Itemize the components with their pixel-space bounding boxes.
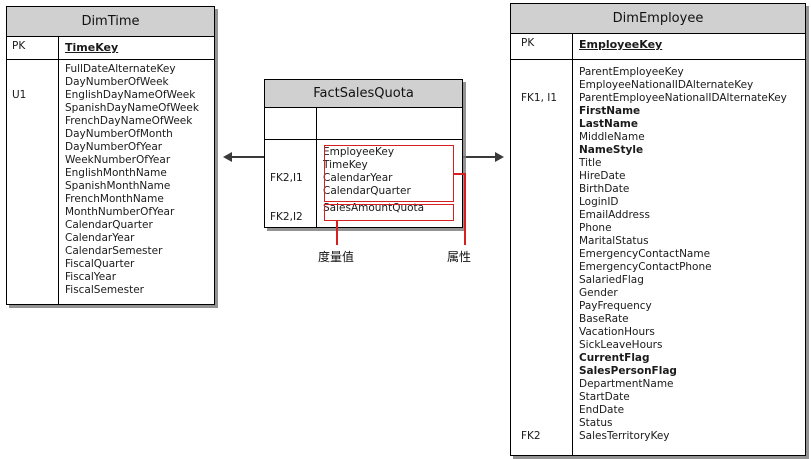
list-item: BirthDate <box>579 183 630 195</box>
list-item: CalendarYear <box>65 232 135 244</box>
entity-table-factsalesquota[interactable]: FactSalesQuota FK2,I1 FK2,I2 EmployeeKey… <box>264 79 463 228</box>
list-item: FirstName <box>579 105 641 117</box>
factsalesquota-key-fk2i1: FK2,I1 <box>270 172 303 184</box>
list-item: EnglishDayNameOfWeek <box>65 89 196 101</box>
leader-line-measure-v <box>336 221 338 245</box>
list-item: MiddleName <box>579 131 645 143</box>
factsalesquota-pk-row <box>265 108 462 140</box>
list-item: FiscalYear <box>65 271 117 283</box>
list-item: EmailAddress <box>579 209 650 221</box>
relationship-line-fact-to-dimtime <box>232 156 266 158</box>
dimtime-field-list: FullDateAlternateKey DayNumberOfWeek Eng… <box>59 60 214 304</box>
list-item: EmployeeKey <box>323 146 395 158</box>
leader-line-attribute-h <box>454 173 466 175</box>
list-item: FiscalSemester <box>65 284 144 296</box>
list-item: CalendarQuarter <box>65 219 153 231</box>
list-item: MaritalStatus <box>579 235 649 247</box>
list-item: FrenchMonthName <box>65 193 164 205</box>
factsalesquota-fields-section: FK2,I1 FK2,I2 EmployeeKey TimeKey Calend… <box>265 140 462 227</box>
list-item: VacationHours <box>579 326 655 338</box>
annotation-measure: 度量值 <box>318 250 355 264</box>
list-item: EndDate <box>579 404 625 416</box>
relationship-arrow-dimemployee <box>495 152 504 162</box>
list-item: SalariedFlag <box>579 274 644 286</box>
list-item: EmergencyContactName <box>579 248 711 260</box>
dimtime-key-column: U1 <box>7 60 59 304</box>
dimemployee-title: DimEmployee <box>511 4 805 34</box>
list-item: TimeKey <box>323 159 368 171</box>
list-item: CurrentFlag <box>579 352 650 364</box>
list-item: SickLeaveHours <box>579 339 663 351</box>
list-item: BaseRate <box>579 313 629 325</box>
dimtime-pk-field: TimeKey <box>65 41 119 54</box>
dimemployee-pk-row: PK EmployeeKey <box>511 34 805 60</box>
dimtime-key-u1: U1 <box>12 89 27 101</box>
list-item: DayNumberOfMonth <box>65 128 173 140</box>
list-item: DayNumberOfWeek <box>65 76 169 88</box>
list-item: WeekNumberOfYear <box>65 154 171 166</box>
factsalesquota-pk-label <box>265 108 317 140</box>
relationship-line-fact-to-dimemployee <box>462 156 495 158</box>
dimtime-title: DimTime <box>7 7 214 37</box>
entity-table-dimtime[interactable]: DimTime PK TimeKey U1 FullDateAlternateK… <box>6 6 215 305</box>
relationship-arrow-dimtime <box>223 152 232 162</box>
list-item: StartDate <box>579 391 630 403</box>
dimtime-fields-section: U1 FullDateAlternateKey DayNumberOfWeek … <box>7 60 214 304</box>
list-item: SalesAmountQuota <box>323 202 425 214</box>
list-item: NameStyle <box>579 144 644 156</box>
annotation-attribute: 属性 <box>447 250 472 264</box>
list-item: EnglishMonthName <box>65 167 167 179</box>
dimtime-pk-label: PK <box>7 37 59 60</box>
list-item: FullDateAlternateKey <box>65 63 176 75</box>
list-item: CalendarQuarter <box>323 185 411 197</box>
list-item: CalendarYear <box>323 172 393 184</box>
list-item: FrenchDayNameOfWeek <box>65 115 193 127</box>
list-item: Phone <box>579 222 612 234</box>
list-item: LastName <box>579 118 638 130</box>
list-item: EmergencyContactPhone <box>579 261 712 273</box>
factsalesquota-key-fk2i2: FK2,I2 <box>270 211 303 223</box>
list-item: HireDate <box>579 170 626 182</box>
dimemployee-fields-section: FK1, I1 FK2 ParentEmployeeKey EmployeeNa… <box>511 60 805 455</box>
list-item: Gender <box>579 287 618 299</box>
dimemployee-pk-field: EmployeeKey <box>579 38 663 51</box>
list-item: PayFrequency <box>579 300 652 312</box>
list-item: ParentEmployeeNationalIDAlternateKey <box>579 92 787 104</box>
list-item: DayNumberOfYear <box>65 141 163 153</box>
dimemployee-pk-label: PK <box>511 34 573 60</box>
list-item: ParentEmployeeKey <box>579 66 684 78</box>
factsalesquota-key-column: FK2,I1 FK2,I2 <box>265 140 317 227</box>
list-item: Status <box>579 417 613 429</box>
dimemployee-key-column: FK1, I1 FK2 <box>511 60 573 455</box>
list-item: FiscalQuarter <box>65 258 135 270</box>
entity-table-dimemployee[interactable]: DimEmployee PK EmployeeKey FK1, I1 FK2 P… <box>510 3 806 456</box>
list-item: SpanishMonthName <box>65 180 171 192</box>
leader-line-attribute-v <box>464 173 466 245</box>
list-item: EmployeeNationalIDAlternateKey <box>579 79 754 91</box>
factsalesquota-title: FactSalesQuota <box>265 80 462 108</box>
list-item: Title <box>579 157 602 169</box>
list-item: DepartmentName <box>579 378 674 390</box>
list-item: SalesPersonFlag <box>579 365 677 377</box>
list-item: MonthNumberOfYear <box>65 206 175 218</box>
dimemployee-field-list: ParentEmployeeKey EmployeeNationalIDAlte… <box>573 60 805 455</box>
list-item: SpanishDayNameOfWeek <box>65 102 199 114</box>
list-item: LoginID <box>579 196 619 208</box>
dimtime-pk-row: PK TimeKey <box>7 37 214 60</box>
list-item: CalendarSemester <box>65 245 163 257</box>
dimemployee-key-fk2: FK2 <box>521 430 541 442</box>
dimemployee-key-fk1i1: FK1, I1 <box>521 92 558 104</box>
list-item: SalesTerritoryKey <box>579 430 670 442</box>
factsalesquota-field-list: EmployeeKey TimeKey CalendarYear Calenda… <box>317 140 462 227</box>
